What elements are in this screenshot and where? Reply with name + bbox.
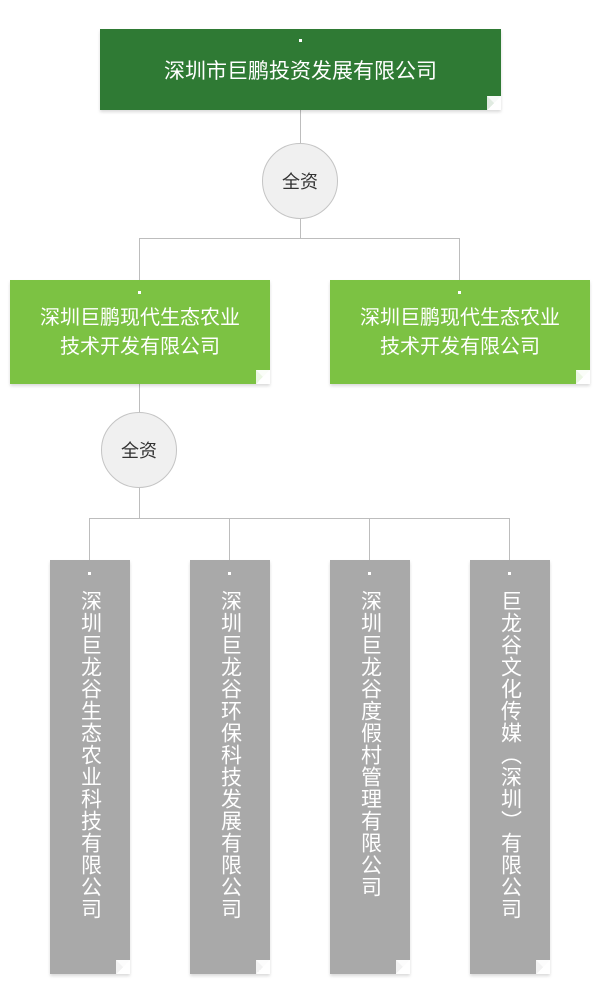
level3-company-box-2: 深圳巨龙谷环保科技发展有限公司 — [190, 560, 270, 974]
connector-dot — [88, 572, 91, 575]
level2-company-name-2: 深圳巨鹏现代生态农业 技术开发有限公司 — [360, 303, 560, 361]
parent-company-box: 深圳市巨鹏投资发展有限公司 — [100, 29, 501, 110]
connector-level2-right-drop — [459, 238, 460, 281]
connector-level3-drop-2 — [229, 518, 230, 574]
connector-level3-drop-4 — [509, 518, 510, 574]
ownership-label-1: 全资 — [282, 172, 318, 193]
folded-corner — [576, 370, 590, 384]
connector-level3-drop-1 — [89, 518, 90, 574]
connector-level3-drop-3 — [369, 518, 370, 574]
connector-level2-horizontal — [139, 238, 460, 239]
level2-company-line2: 技术开发有限公司 — [380, 334, 540, 358]
connector-level3-horizontal — [89, 518, 510, 519]
level2-company-line1: 深圳巨鹏现代生态农业 — [360, 305, 560, 329]
folded-corner — [116, 960, 130, 974]
connector-level2-left-drop — [139, 238, 140, 281]
level2-company-box-2: 深圳巨鹏现代生态农业 技术开发有限公司 — [330, 280, 590, 384]
level2-company-line2: 技术开发有限公司 — [60, 334, 220, 358]
level2-company-box-1: 深圳巨鹏现代生态农业 技术开发有限公司 — [10, 280, 270, 384]
level3-company-name-4: 巨龙谷文化传媒（深圳）有限公司 — [498, 590, 523, 920]
level2-company-line1: 深圳巨鹏现代生态农业 — [40, 305, 240, 329]
level3-company-name-2: 深圳巨龙谷环保科技发展有限公司 — [218, 590, 243, 920]
folded-corner — [536, 960, 550, 974]
ownership-label-2: 全资 — [121, 441, 157, 462]
level3-company-name-1: 深圳巨龙谷生态农业科技有限公司 — [78, 590, 103, 920]
folded-corner — [256, 960, 270, 974]
folded-corner — [396, 960, 410, 974]
connector-dot — [368, 572, 371, 575]
connector-dot — [138, 291, 141, 294]
connector-dot — [458, 291, 461, 294]
level3-company-name-3: 深圳巨龙谷度假村管理有限公司 — [358, 590, 383, 898]
level3-company-box-1: 深圳巨龙谷生态农业科技有限公司 — [50, 560, 130, 974]
connector-dot — [508, 572, 511, 575]
ownership-circle-1: 全资 — [262, 143, 338, 219]
level3-company-box-4: 巨龙谷文化传媒（深圳）有限公司 — [470, 560, 550, 974]
connector-dot — [228, 572, 231, 575]
folded-corner — [487, 96, 501, 110]
connector-dot — [299, 39, 302, 42]
level2-company-name-1: 深圳巨鹏现代生态农业 技术开发有限公司 — [40, 303, 240, 361]
parent-company-name: 深圳市巨鹏投资发展有限公司 — [164, 58, 437, 83]
folded-corner — [256, 370, 270, 384]
level3-company-box-3: 深圳巨龙谷度假村管理有限公司 — [330, 560, 410, 974]
ownership-circle-2: 全资 — [101, 412, 177, 488]
